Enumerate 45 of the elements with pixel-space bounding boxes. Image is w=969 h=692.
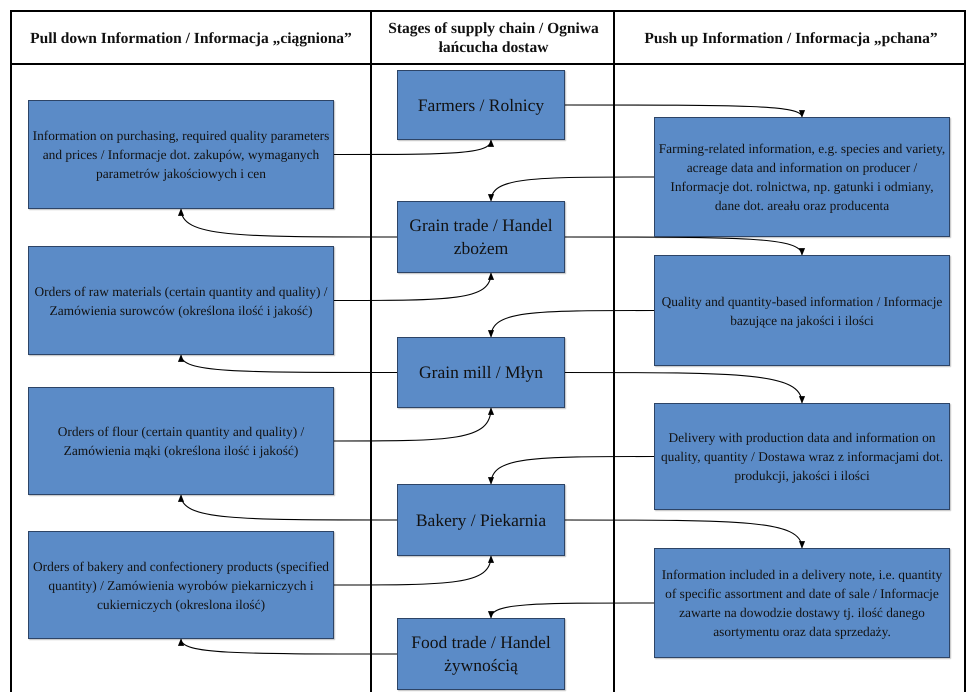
stage-box bbox=[397, 618, 565, 690]
arrow bbox=[488, 310, 654, 338]
information-box bbox=[654, 255, 950, 366]
arrow bbox=[179, 494, 397, 521]
stage-box bbox=[397, 201, 565, 273]
arrow bbox=[334, 139, 492, 156]
information-box bbox=[28, 100, 334, 209]
arrow bbox=[565, 372, 804, 404]
arrow bbox=[565, 236, 803, 256]
box-text: Orders of bakery and confectionery products (specified quantity) / Zamówienia wyrobów piekarniczych i cukierniczych (okreslona ilość) bbox=[32, 558, 330, 614]
stage-box bbox=[397, 484, 565, 556]
box-text: Information included in a delivery note, i.e. quantity of specific assortment and date of sale / Informacje zawarte na dowodzie dostawy tj. ilość danego asortymentu oraz data sprzedaży. bbox=[660, 566, 944, 641]
stage-box bbox=[397, 70, 565, 140]
arrow bbox=[565, 104, 802, 118]
column-header: Push up Information / Informacja „pchana” bbox=[644, 28, 938, 48]
arrow bbox=[180, 638, 397, 655]
box-text: Quality and quantity-based information / Informacje bazujące na jakości i ilości bbox=[660, 292, 944, 330]
box-text: Delivery with production data and information on quality, quantity / Dostawa wraz z informacjami dot. produkcji, jakości i ilości bbox=[660, 429, 944, 485]
box-text: Orders of raw materials (certain quantity and quality) / Zamówienia surowców (określona ilość i jakość) bbox=[34, 282, 328, 320]
information-box bbox=[654, 403, 950, 510]
stage-box bbox=[397, 337, 565, 408]
box-text: Grain trade / Handel zbożem bbox=[408, 214, 554, 260]
arrow bbox=[565, 519, 804, 549]
box-text: Farmers / Rolnicy bbox=[418, 94, 544, 116]
information-box bbox=[28, 531, 334, 639]
information-box bbox=[654, 548, 950, 658]
column-header: Stages of supply chain / Ogniwa łańcucha dostaw bbox=[387, 19, 600, 57]
arrow bbox=[179, 208, 397, 238]
box-text: Food trade / Handel żywnością bbox=[410, 631, 552, 677]
box-text: Information on purchasing, required quality parameters and prices / Informacje dot. zakupów, wymaganych parametrów jakościowych i cen bbox=[32, 127, 330, 183]
arrow bbox=[488, 456, 654, 485]
information-box bbox=[654, 117, 950, 237]
information-box bbox=[28, 387, 334, 495]
arrow bbox=[334, 555, 494, 586]
box-text: Farming-related information, e.g. species and variety, acreage data and information on producer / Informacje dot. rolnictwa, np. gatunki i odmiany, dane dot. areału oraz producenta bbox=[658, 140, 946, 215]
box-text: Grain mill / Młyn bbox=[419, 361, 543, 384]
box-text: Orders of flour (certain quantity and quality) / Zamówienia mąki (określona ilość i jakość) bbox=[56, 423, 306, 460]
arrow bbox=[334, 272, 494, 302]
arrow bbox=[490, 602, 654, 619]
arrow bbox=[489, 176, 654, 202]
arrow bbox=[334, 407, 494, 442]
information-box bbox=[28, 246, 334, 355]
column-header: Pull down Information / Informacja „ciągniona” bbox=[30, 28, 352, 48]
arrow bbox=[180, 354, 397, 374]
box-text: Bakery / Piekarnia bbox=[416, 508, 546, 532]
